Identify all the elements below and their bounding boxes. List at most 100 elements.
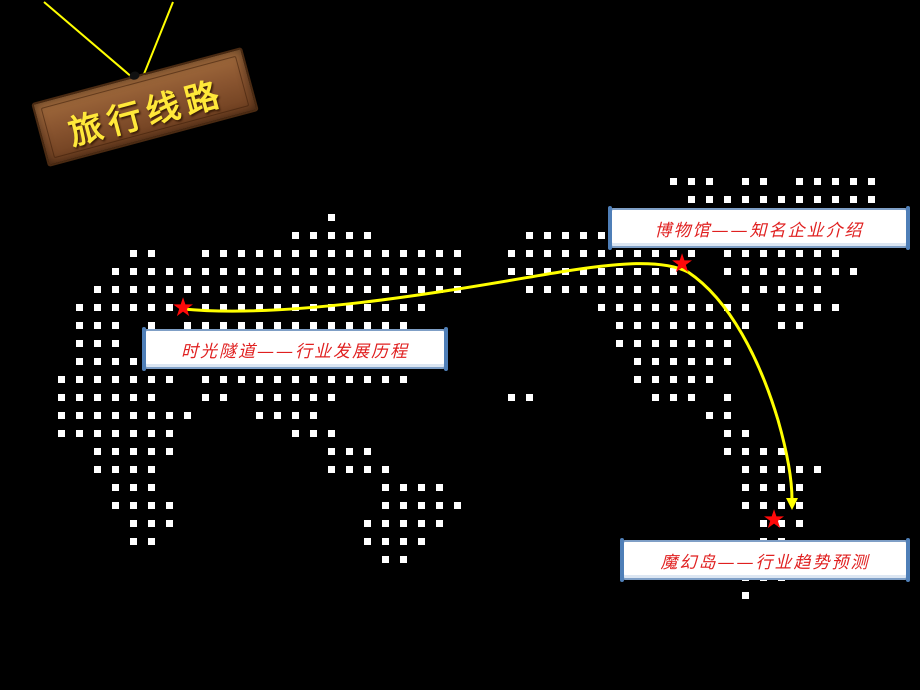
map-dot [562,232,569,239]
map-dot [814,178,821,185]
map-dot [310,430,317,437]
map-dot [652,268,659,275]
map-dot [364,448,371,455]
map-dot [256,394,263,401]
map-dot [418,304,425,311]
map-dot [778,448,785,455]
stop-label-time-tunnel[interactable]: 时光隧道——行业发展历程 [142,327,448,371]
map-dot [382,376,389,383]
map-dot [166,286,173,293]
map-dot [328,322,335,329]
map-dot [760,484,767,491]
map-dot [724,250,731,257]
map-dot [94,304,101,311]
map-dot [688,394,695,401]
map-dot [292,286,299,293]
map-dot [706,340,713,347]
map-dot [670,376,677,383]
map-dot [292,232,299,239]
map-dot [724,448,731,455]
map-dot [814,196,821,203]
map-dot [706,196,713,203]
map-dot [238,322,245,329]
map-dot [868,178,875,185]
map-dot [328,214,335,221]
map-dot [652,286,659,293]
map-dot [130,484,137,491]
map-dot [94,394,101,401]
map-dot [742,430,749,437]
map-dot [346,466,353,473]
map-dot [130,286,137,293]
map-dot [436,484,443,491]
map-dot [652,394,659,401]
map-dot [130,466,137,473]
map-dot [274,304,281,311]
map-dot [112,394,119,401]
map-dot [670,358,677,365]
map-dot [112,304,119,311]
map-dot [706,178,713,185]
map-dot [400,250,407,257]
map-dot [400,322,407,329]
map-dot [436,268,443,275]
map-dot [76,304,83,311]
map-dot [130,376,137,383]
map-dot [310,268,317,275]
map-dot [796,196,803,203]
stop-label-text: 博物馆——知名企业介绍 [654,220,864,241]
map-dot [670,178,677,185]
map-dot [310,412,317,419]
map-dot [778,250,785,257]
map-dot [616,286,623,293]
map-dot [364,466,371,473]
map-dot [760,268,767,275]
map-dot [382,304,389,311]
map-dot [724,196,731,203]
red-star-icon[interactable]: ★ [171,293,195,323]
map-dot [796,502,803,509]
map-dot [724,358,731,365]
map-dot [238,376,245,383]
red-star-icon[interactable]: ★ [762,505,786,535]
map-dot [166,520,173,527]
map-dot [670,250,677,257]
map-dot [652,340,659,347]
map-dot [274,250,281,257]
map-dot [724,340,731,347]
map-dot [778,484,785,491]
map-dot [418,250,425,257]
map-dot [274,286,281,293]
stop-label-magic-island[interactable]: 魔幻岛——行业趋势预测 [620,538,910,582]
map-dot [670,394,677,401]
map-dot [562,286,569,293]
stop-label-museum[interactable]: 博物馆——知名企业介绍 [608,206,910,250]
route-segment-1 [182,262,689,313]
map-dot [382,484,389,491]
map-dot [688,196,695,203]
map-dot [328,268,335,275]
map-dot [364,286,371,293]
map-dot [76,412,83,419]
map-dot [688,286,695,293]
map-dot [688,358,695,365]
map-dot [652,322,659,329]
map-dot [130,268,137,275]
map-dot [112,358,119,365]
arrowhead-icon [786,498,798,510]
map-dot [616,304,623,311]
map-dot [130,448,137,455]
map-dot [742,304,749,311]
map-dot [760,502,767,509]
map-dot [400,484,407,491]
map-dot [220,394,227,401]
map-dot [328,466,335,473]
map-dot [166,376,173,383]
map-dot [544,232,551,239]
map-dot [364,538,371,545]
map-dot [796,286,803,293]
map-dot [202,322,209,329]
map-dot [526,286,533,293]
red-star-icon[interactable]: ★ [670,249,694,279]
map-dot [400,376,407,383]
